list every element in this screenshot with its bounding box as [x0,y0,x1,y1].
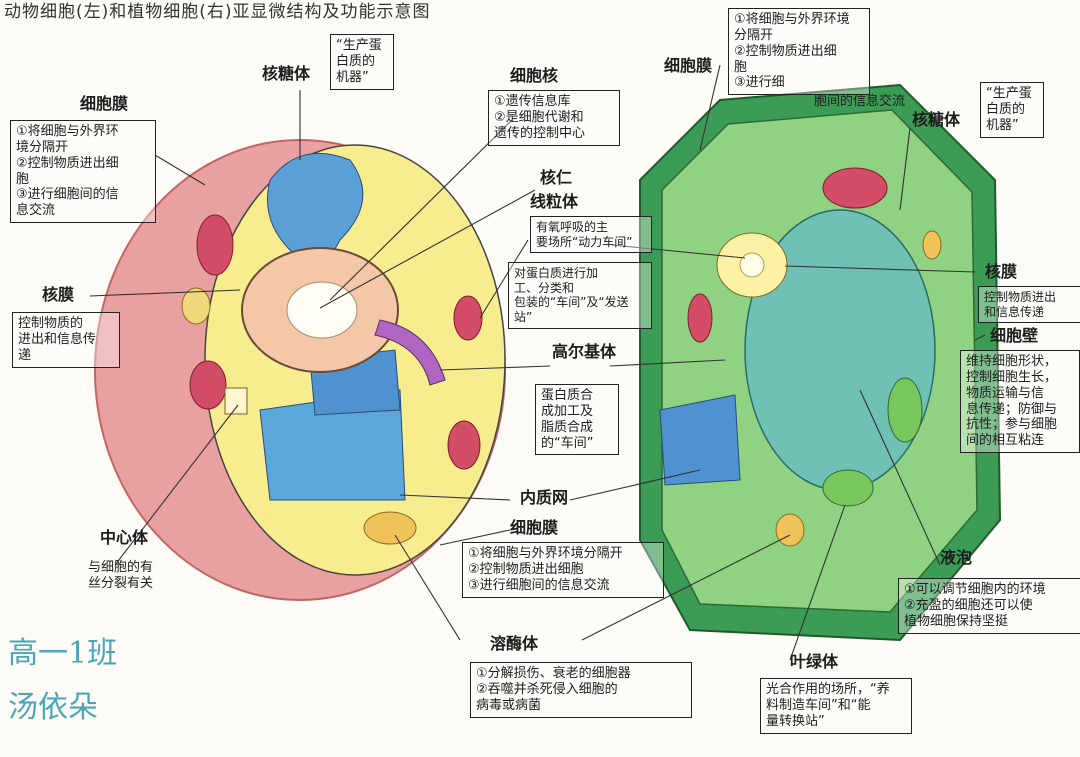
animal-rough-er [267,152,364,264]
plant-membrane-box: ①将细胞与外界环境 分隔开 ②控制物质进出细 胞 ③进行细 [728,8,870,96]
animal-mito-2 [189,360,227,410]
plant-vacuole-box: ①可以调节细胞内的环境 ②充盈的细胞还可以使 植物细胞保持坚挺 [898,578,1080,634]
animal-lysosome-label: 溶酶体 [490,634,539,653]
page-title: 动物细胞(左)和植物细胞(右)亚显微结构及功能示意图 [4,2,431,22]
plant-chloroplast-3 [822,469,874,507]
animal-centriole-label: 中心体 [100,528,149,547]
leader-lines [89,64,986,661]
animal-envelope-label: 核膜 [42,285,75,304]
plant-chloroplast-4 [887,377,923,443]
signature-class: 高一1班 [8,636,118,671]
animal-mito-4 [447,420,481,470]
plant-membrane-label: 细胞膜 [664,56,713,75]
plant-nucleolus [739,252,765,278]
plant-chloroplast-2 [822,167,888,209]
animal-mito-box: 有氧呼吸的主 要场所“动力车间” [530,216,652,254]
animal-er-label: 内质网 [520,488,569,507]
plant-vesicle [922,230,942,260]
animal-nucleus-box: ①遗传信息库 ②是细胞代谢和 遗传的控制中心 [488,90,620,146]
animal-membrane-box: ①将细胞与外界环 境分隔开 ②控制物质进出细 胞 ③进行细胞间的信 息交流 [10,120,156,224]
animal-mito-label: 线粒体 [530,192,579,211]
animal-nucleolus-label: 核仁 [540,168,573,187]
plant-chloroplast-box: 光合作用的场所，“养 料制造车间”和“能 量转换站” [760,678,912,734]
plant-chloroplast-label: 叶绿体 [790,652,839,671]
animal-centriole [224,387,248,415]
plant-ribosome-box: “生产蛋 白质的 机器” [980,82,1044,138]
plant-golgi-like [775,513,805,547]
plant-wall-label: 细胞壁 [990,326,1039,345]
animal-lysosome [363,511,417,545]
plant-envelope-box: 控制物质进出 和信息传递 [978,286,1080,324]
animal-golgi-box: 对蛋白质进行加 工、分类和 包装的“车间”及“发送站” [508,262,652,329]
animal-mito-1 [196,214,234,276]
plant-membrane-continued: 胞间的信息交流 [814,94,906,109]
plant-ribosome-label: 核糖体 [912,110,961,129]
plant-cell [639,83,1002,642]
animal-vesicle [181,287,211,325]
animal-membrane2-label: 细胞膜 [510,518,559,537]
animal-golgi-label: 高尔基体 [552,342,617,361]
plant-envelope-label: 核膜 [985,262,1018,281]
plant-er [659,394,741,486]
animal-er-box: 蛋白质合 成加工及 脂质合成 的“车间” [535,384,619,456]
plant-wall-box: 维持细胞形状， 控制细胞生长， 物质运输与信 息传递；防御与 抗性；参与细胞 间… [960,350,1080,454]
animal-nucleus-label: 细胞核 [510,66,559,85]
animal-cell [94,139,506,601]
animal-ribosome-box: “生产蛋 白质的 机器” [330,34,394,90]
animal-lysosome-box: ①分解损伤、衰老的细胞器 ②吞噬并杀死侵入细胞的 病毒或病菌 [470,662,692,718]
animal-ribosome-label: 核糖体 [262,64,311,83]
signature-name: 汤依朵 [8,690,98,725]
plant-chloroplast-1 [687,293,713,343]
animal-nucleolus [286,281,358,339]
animal-centriole-note: 与细胞的有 丝分裂有关 [88,560,154,591]
animal-mito-3 [453,295,483,341]
animal-envelope-box: 控制物质的 进出和信息传 递 [12,312,120,368]
animal-membrane2-box: ①将细胞与外界环境分隔开 ②控制物质进出细胞 ③进行细胞间的信息交流 [462,542,664,598]
plant-vacuole-label: 液泡 [940,548,973,567]
animal-golgi [374,319,446,386]
animal-membrane-label: 细胞膜 [80,94,129,113]
